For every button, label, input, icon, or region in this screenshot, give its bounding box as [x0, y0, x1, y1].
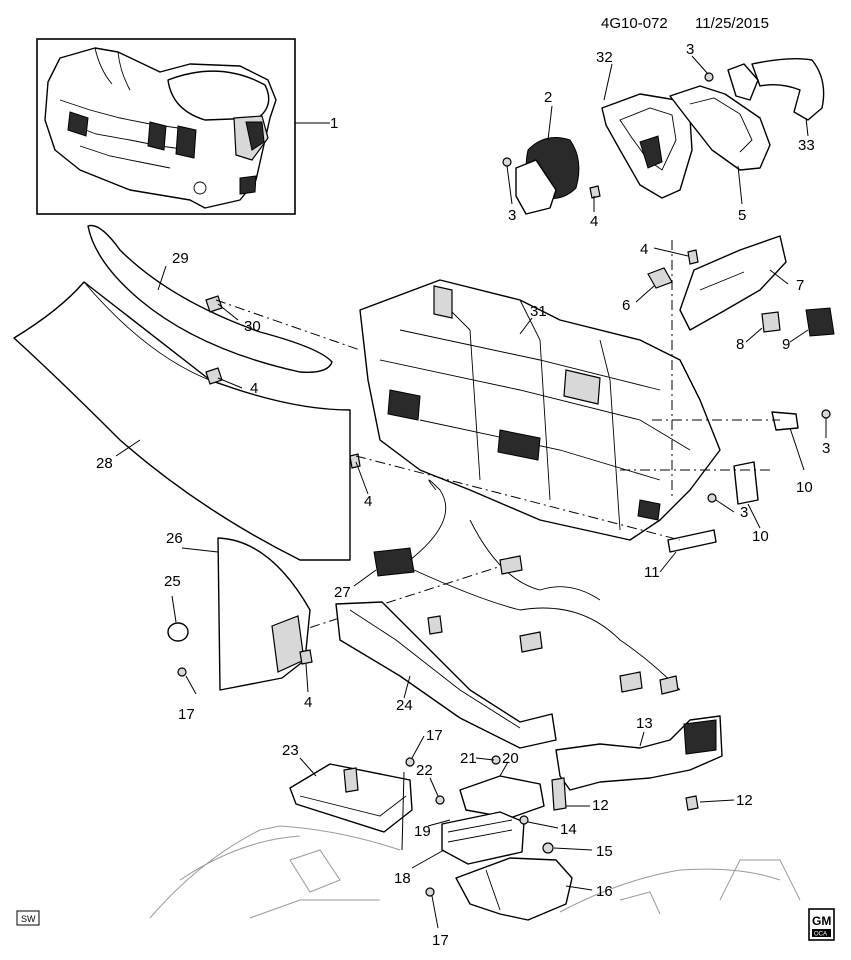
callout-4: 4 [364, 493, 372, 510]
callout-31: 31 [530, 303, 547, 320]
diagram-date: 11/25/2015 [695, 15, 769, 32]
bracket-23 [289, 757, 415, 833]
callout-24: 24 [396, 697, 413, 714]
callout-14: 14 [560, 821, 577, 838]
callout-7: 7 [796, 277, 804, 294]
callout-4: 4 [304, 694, 312, 711]
callout-16: 16 [596, 883, 613, 900]
rear-air-duct [335, 601, 557, 749]
floor-pan-outline [149, 825, 801, 919]
console-assembly-inset [36, 38, 296, 215]
callout-3: 3 [508, 207, 516, 224]
callout-15: 15 [596, 843, 613, 860]
svg-text:GM: GM [812, 914, 831, 928]
callout-4: 4 [590, 213, 598, 230]
callout-2: 2 [544, 89, 552, 106]
bezel-group [502, 57, 825, 215]
callout-3: 3 [740, 504, 748, 521]
callout-19: 19 [414, 823, 431, 840]
callout-1: 1 [330, 115, 338, 132]
callout-28: 28 [96, 455, 113, 472]
callout-23: 23 [282, 742, 299, 759]
callout-25: 25 [164, 573, 181, 590]
svg-text:OCA: OCA [814, 932, 827, 938]
right-side-components [647, 235, 835, 553]
callout-21: 21 [460, 750, 477, 767]
callout-26: 26 [166, 530, 183, 547]
callout-17: 17 [426, 727, 443, 744]
callout-3: 3 [822, 440, 830, 457]
callout-17: 17 [432, 932, 449, 949]
callout-13: 13 [636, 715, 653, 732]
callout-20: 20 [502, 750, 519, 767]
callout-17: 17 [178, 706, 195, 723]
callout-6: 6 [622, 297, 630, 314]
callout-4: 4 [250, 380, 258, 397]
console-side-trim [13, 224, 361, 561]
callout-10: 10 [752, 528, 769, 545]
callout-3: 3 [686, 41, 694, 58]
callout-29: 29 [172, 250, 189, 267]
module-bracket-group [425, 755, 573, 921]
wiring-harness [373, 479, 681, 695]
callout-30: 30 [244, 318, 261, 335]
callout-33: 33 [798, 137, 815, 154]
callout-12: 12 [736, 792, 753, 809]
front-air-duct [551, 715, 723, 811]
gm-logo: GM OCA [808, 908, 835, 941]
callout-22: 22 [416, 762, 433, 779]
callout-18: 18 [394, 870, 411, 887]
callout-10: 10 [796, 479, 813, 496]
callout-9: 9 [782, 336, 790, 353]
console-bracket [359, 279, 721, 541]
callout-32: 32 [596, 49, 613, 66]
sw-badge: SW [16, 910, 40, 926]
rear-trim [167, 537, 313, 691]
callout-11: 11 [644, 564, 660, 581]
callout-5: 5 [738, 207, 746, 224]
callout-27: 27 [334, 584, 351, 601]
svg-text:SW: SW [21, 914, 36, 924]
callout-4: 4 [640, 241, 648, 258]
callout-8: 8 [736, 336, 744, 353]
callout-12: 12 [592, 797, 609, 814]
diagram-id: 4G10-072 [601, 15, 668, 32]
